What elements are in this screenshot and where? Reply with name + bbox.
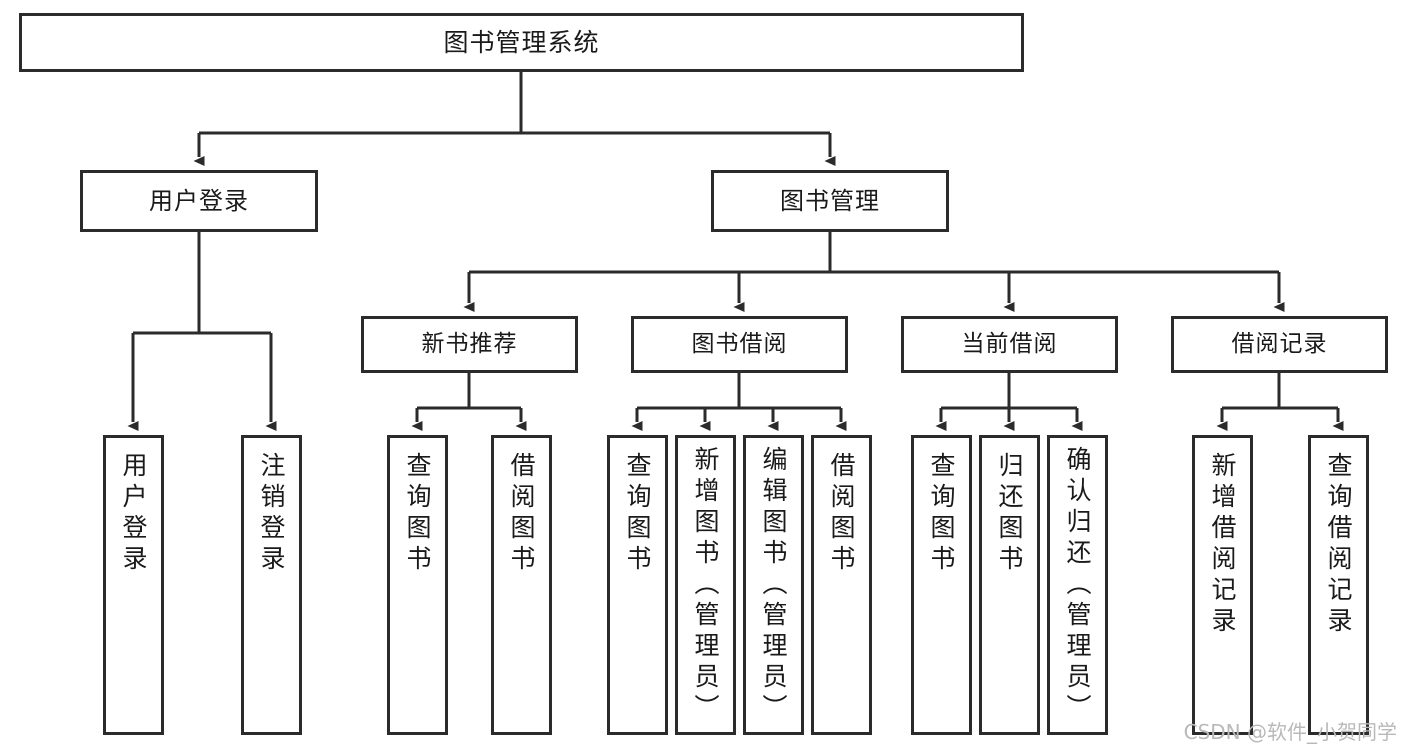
leaf-query-book-current[interactable]: 查询图书: [911, 435, 972, 735]
leaf-query-book-recommend[interactable]: 查询图书: [387, 435, 448, 735]
leaf-add-borrow-record[interactable]: 新增借阅记录: [1192, 435, 1253, 735]
node-label: 注销登录: [257, 452, 286, 576]
node-user-login[interactable]: 用户登录: [80, 170, 318, 232]
node-book-borrow[interactable]: 图书借阅: [631, 316, 848, 373]
node-label: 图书借阅: [691, 331, 788, 358]
leaf-query-borrow-record[interactable]: 查询借阅记录: [1308, 435, 1369, 735]
node-root-book-management-system[interactable]: 图书管理系统: [19, 13, 1024, 72]
node-current-borrow[interactable]: 当前借阅: [901, 316, 1118, 373]
node-label: 用户登录: [149, 187, 249, 215]
node-label: 新书推荐: [421, 331, 518, 358]
node-label: 当前借阅: [961, 331, 1058, 358]
node-borrow-record[interactable]: 借阅记录: [1171, 316, 1388, 373]
node-label: 查询图书: [403, 452, 432, 576]
leaf-user-logout[interactable]: 注销登录: [241, 435, 302, 735]
leaf-return-book[interactable]: 归还图书: [979, 435, 1040, 735]
node-label: 借阅图书: [827, 452, 856, 576]
leaf-query-book-borrow[interactable]: 查询图书: [607, 435, 668, 735]
node-label: 借阅图书: [507, 452, 536, 576]
node-label: 归还图书: [995, 452, 1024, 576]
leaf-edit-book-admin[interactable]: 编辑图书（管理员）: [743, 435, 804, 735]
leaf-confirm-return-admin[interactable]: 确认归还（管理员）: [1047, 435, 1108, 735]
leaf-borrow-book[interactable]: 借阅图书: [811, 435, 872, 735]
leaf-borrow-book-recommend[interactable]: 借阅图书: [491, 435, 552, 735]
node-label: 图书管理系统: [443, 27, 600, 57]
node-new-book-recommend[interactable]: 新书推荐: [361, 316, 578, 373]
node-book-management[interactable]: 图书管理: [711, 170, 949, 232]
watermark: CSDN @软件_小贺同学: [1183, 720, 1397, 744]
leaf-user-login[interactable]: 用户登录: [103, 435, 164, 735]
node-label: 新增图书（管理员）: [691, 446, 720, 725]
node-label: 用户登录: [119, 452, 148, 576]
node-label: 编辑图书（管理员）: [759, 446, 788, 725]
node-label: 查询图书: [623, 452, 652, 576]
node-label: 查询借阅记录: [1324, 452, 1353, 638]
node-label: 借阅记录: [1231, 331, 1328, 358]
leaf-add-book-admin[interactable]: 新增图书（管理员）: [675, 435, 736, 735]
node-label: 确认归还（管理员）: [1063, 446, 1092, 725]
node-label: 图书管理: [780, 187, 880, 215]
node-label: 新增借阅记录: [1208, 452, 1237, 638]
node-label: 查询图书: [927, 452, 956, 576]
